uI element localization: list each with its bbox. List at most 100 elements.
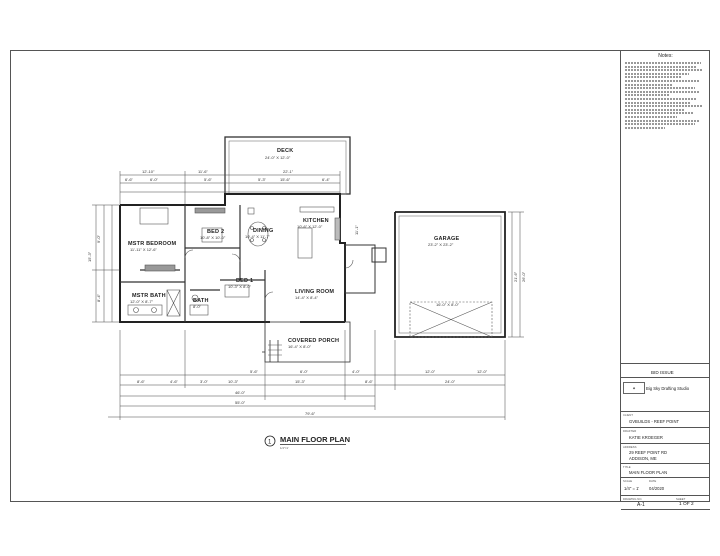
dim-total-2: 55'-0": [235, 400, 246, 405]
dimension-lines-left: [92, 204, 120, 323]
drawing-no-value: A-1: [637, 502, 645, 508]
dim-bottom-3: 3'-0": [200, 379, 209, 384]
dim-bottom-4: 10'-3": [228, 379, 239, 384]
studio-name: Big Sky Drafting Studio: [646, 386, 690, 391]
dim-bottom-11: 12'-0": [477, 369, 488, 374]
deck-label: DECK: [277, 148, 293, 154]
room-label-bath: BATH: [193, 298, 209, 304]
dim-total-3: 79'-6": [305, 411, 316, 416]
client-cell: CLIENT GVBUILDS - REEF POINT: [621, 411, 710, 427]
title-block: Notes: BID ISSUE ◆ Big Sky Drafting Stud…: [620, 50, 710, 510]
drawing-sheet-border: [10, 50, 710, 502]
room-size-mstr-bedroom: 11'-11" X 12'-6": [130, 247, 157, 252]
garage-door: [409, 301, 493, 338]
dimension-lines-garage-right: [508, 211, 524, 338]
room-label-mstr-bedroom: MSTR BEDROOM: [128, 241, 176, 247]
dim-left-3: 8'-4": [96, 293, 101, 302]
drafter-value: KATIE KROEGER: [629, 435, 663, 440]
address-cell: ADDRESS 29 REEF POINT RD ADDISON, ME: [621, 443, 710, 463]
drawing-number: 1: [268, 440, 272, 446]
dim-bottom-8: 4'-0": [352, 369, 361, 374]
room-size-kitchen: 10'-6" X 12'-0": [297, 224, 323, 229]
sheet-no-value: 1 OF 2: [679, 502, 694, 507]
dim-bottom-12: 24'-0": [445, 379, 456, 384]
address-line-2: ADDISON, ME: [629, 456, 657, 461]
mudroom-link: [344, 244, 387, 294]
deck-size: 24'-0" X 12'-0": [265, 155, 291, 160]
dim-top-f: 6'-4": [322, 177, 331, 182]
client-value: GVBUILDS - REEF POINT: [629, 419, 680, 424]
dim-bottom-1: 8'-6": [137, 379, 146, 384]
notes-text-block: [625, 62, 705, 130]
client-label: CLIENT: [623, 413, 633, 417]
dim-bottom-7: 15'-3": [295, 379, 306, 384]
dim-top-2: 11'-6": [198, 169, 208, 174]
dim-top-3: 22'-1": [283, 169, 294, 174]
scale-value: 1/4" = 1': [624, 486, 640, 491]
room-label-living-room: LIVING ROOM: [295, 289, 334, 295]
sheet-title: MAIN FLOOR PLAN: [629, 470, 668, 475]
address-label: ADDRESS: [623, 445, 637, 449]
issue-label: BID ISSUE: [651, 370, 674, 375]
garage-walls: [394, 211, 506, 338]
dim-bottom-10: 12'-0": [425, 369, 436, 374]
issue-cell: BID ISSUE: [621, 363, 710, 377]
porch-steps: [268, 344, 282, 356]
dim-top-1: 12'-10": [142, 169, 155, 174]
garage-door-size: 16'-0" X 8'-0": [436, 302, 460, 307]
address-line-1: 29 REEF POINT RD: [629, 450, 668, 455]
drafter-cell: DRAFTER KATIE KROEGER: [621, 427, 710, 443]
studio-cell: ◆ Big Sky Drafting Studio: [621, 377, 710, 411]
dim-right-1: 11'-1": [354, 225, 359, 235]
room-label-garage: GARAGE: [434, 236, 459, 242]
sheet-label: SHEET: [676, 497, 686, 501]
drafter-label: DRAFTER: [623, 429, 637, 433]
date-label: DATE: [649, 479, 657, 483]
title-label: TITLE: [623, 465, 631, 469]
dim-top-a: 6'-6": [125, 177, 134, 182]
room-size-mstr-bath: 12'-0" X 8'-7": [130, 299, 154, 304]
fixtures: [127, 206, 354, 317]
room-size-dining: 10'-4" X 11'-7": [245, 234, 271, 239]
room-label-bed1: BED 1: [236, 278, 253, 284]
dim-bottom-5: 5'-6": [250, 369, 259, 374]
dim-top-d: 5'-3": [258, 177, 267, 182]
interior-walls: [120, 205, 266, 322]
scale-date-cell: SCALE 1/4" = 1' DATE 04/2020: [621, 477, 710, 495]
room-size-garage: 23'-2" X 23'-2": [428, 242, 454, 247]
title-cell: TITLE MAIN FLOOR PLAN: [621, 463, 710, 477]
dimension-lines-bottom: [108, 330, 506, 420]
dim-left-2: 9'-0": [96, 234, 101, 243]
drawing-number-circle: [264, 435, 276, 447]
room-label-kitchen: KITCHEN: [303, 218, 329, 224]
scale-label: SCALE: [623, 479, 633, 483]
dim-bottom-9: 8'-6": [365, 379, 374, 384]
dim-garage-right-1: 21'-6": [513, 271, 518, 282]
notes-heading: Notes:: [658, 53, 673, 59]
room-size-bath: 8'-0": [193, 304, 202, 309]
dim-bottom-6: 6'-0": [300, 369, 309, 374]
dim-top-c: 5'-6": [204, 177, 213, 182]
deck: [224, 136, 351, 195]
drawing-scale: 1/4"=1': [280, 446, 289, 450]
room-size-covered-porch: 16'-4" X 8'-0": [288, 344, 312, 349]
dim-bottom-2: 4'-6": [170, 379, 179, 384]
room-size-bed1: 10'-3" X 8'-0": [228, 284, 252, 289]
room-label-covered-porch: COVERED PORCH: [288, 338, 339, 344]
drawing-no-label: DRAWING NO.: [623, 497, 643, 501]
dim-total-1: 46'-0": [235, 390, 246, 395]
drawing-title: MAIN FLOOR PLAN: [280, 435, 350, 444]
dimension-lines-top: [119, 171, 341, 204]
room-label-mstr-bath: MSTR BATH: [132, 293, 166, 299]
drawing-sheet-cell: DRAWING NO. A-1 SHEET 1 OF 2: [621, 495, 710, 510]
date-value: 04/2020: [649, 486, 665, 491]
room-label-dining: DINING: [253, 228, 273, 234]
dim-garage-right-2: 26'-0": [521, 271, 526, 282]
room-size-bed2: 10'-8" X 10'-0": [200, 235, 226, 240]
dim-top-e: 15'-6": [280, 177, 291, 182]
studio-logo: ◆: [623, 382, 645, 394]
room-label-bed2: BED 2: [207, 229, 224, 235]
dim-left-1: 15'-3": [87, 251, 92, 262]
room-size-living-room: 14'-4" X 8'-4": [295, 295, 319, 300]
